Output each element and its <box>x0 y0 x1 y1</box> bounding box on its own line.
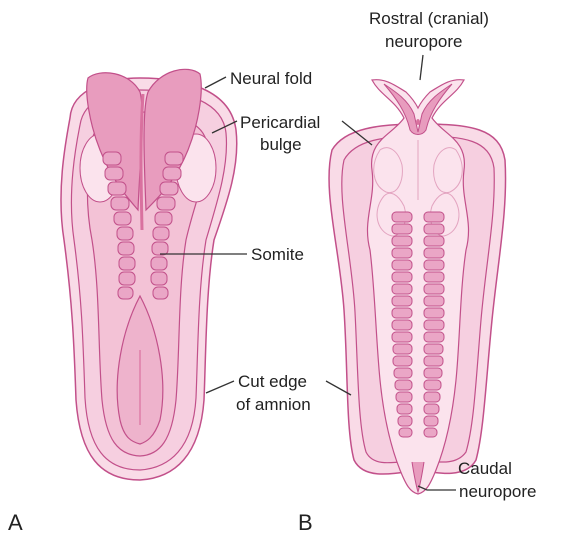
leader-rostral <box>420 55 423 80</box>
somite <box>160 182 178 195</box>
somite <box>392 236 412 246</box>
somite <box>393 356 412 366</box>
somite <box>165 152 183 165</box>
label-pericardial-line2: bulge <box>260 135 302 154</box>
somite <box>392 320 412 330</box>
somite <box>392 248 412 258</box>
somite <box>392 308 412 318</box>
somite <box>393 344 412 354</box>
somite <box>392 212 412 222</box>
somite <box>424 284 444 294</box>
somite <box>152 242 168 255</box>
somite <box>153 227 169 240</box>
somite <box>424 356 443 366</box>
somite <box>398 416 412 426</box>
label-caudal-line2: neuropore <box>459 482 537 501</box>
somite <box>117 227 133 240</box>
somite <box>424 368 442 378</box>
label-rostral-line1: Rostral (cranial) <box>369 9 489 28</box>
somite <box>424 260 444 270</box>
somite <box>424 332 444 342</box>
label-pericardial-line1: Pericardial <box>240 113 320 132</box>
somite <box>118 287 133 299</box>
somite <box>155 212 172 225</box>
embryo-b <box>329 80 506 494</box>
somite <box>118 242 134 255</box>
label-caudal-line1: Caudal <box>458 459 512 478</box>
somite <box>424 416 438 426</box>
somite <box>424 272 444 282</box>
somite <box>395 380 412 390</box>
somite <box>424 212 444 222</box>
somite <box>119 257 135 270</box>
somite <box>424 248 444 258</box>
embryo-a <box>61 69 237 480</box>
label-somite: Somite <box>251 245 304 264</box>
label-neural-fold: Neural fold <box>230 69 312 88</box>
somite <box>111 197 129 210</box>
somite <box>392 284 412 294</box>
somite <box>424 224 444 234</box>
somite <box>424 236 444 246</box>
somite <box>392 332 412 342</box>
somite <box>424 344 443 354</box>
leader-cut-edge <box>206 381 234 393</box>
somite <box>424 308 444 318</box>
somite <box>151 257 167 270</box>
somite <box>424 380 441 390</box>
rostral-neuropore-b <box>416 119 420 125</box>
somite <box>424 320 444 330</box>
somite <box>114 212 131 225</box>
somite <box>399 428 412 437</box>
somite <box>394 368 412 378</box>
somite <box>392 272 412 282</box>
somite <box>397 404 412 414</box>
somite <box>157 197 175 210</box>
somite <box>396 392 412 402</box>
somite <box>151 272 167 285</box>
somite <box>119 272 135 285</box>
somite <box>424 296 444 306</box>
somite <box>424 392 440 402</box>
label-cut-edge-line2: of amnion <box>236 395 311 414</box>
somite <box>108 182 126 195</box>
leader-neural-fold <box>205 77 226 88</box>
somite <box>424 404 439 414</box>
panel-letter-b: B <box>298 510 313 535</box>
somite <box>153 287 168 299</box>
panel-letter-a: A <box>8 510 23 535</box>
somite <box>103 152 121 165</box>
label-cut-edge-line1: Cut edge <box>238 372 307 391</box>
somite <box>392 260 412 270</box>
somite <box>424 428 437 437</box>
somite <box>105 167 123 180</box>
label-rostral-line2: neuropore <box>385 32 463 51</box>
somite <box>163 167 181 180</box>
somite <box>392 296 412 306</box>
somite <box>392 224 412 234</box>
